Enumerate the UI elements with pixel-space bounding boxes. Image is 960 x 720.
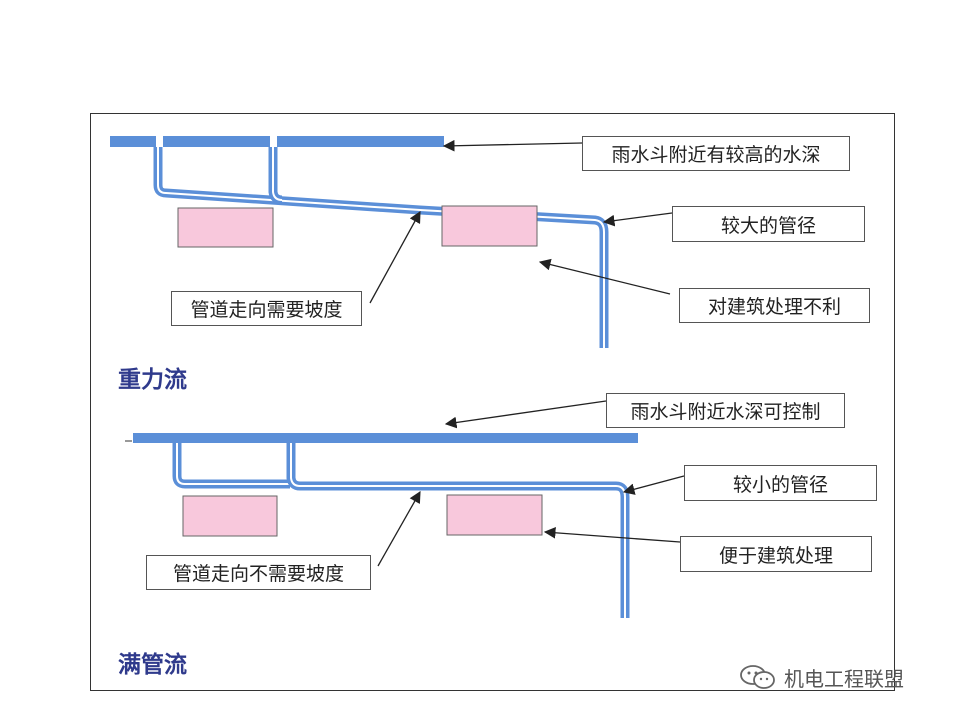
- diagram-frame: [90, 113, 895, 691]
- arrow: [442, 139, 583, 152]
- gravity-system: [110, 136, 673, 348]
- gravity-building-block: [441, 205, 538, 247]
- arrow: [602, 212, 673, 227]
- label-larger-pipe: 较大的管径: [672, 206, 865, 242]
- label-needs-slope: 管道走向需要坡度: [171, 291, 362, 326]
- gravity-building-block: [177, 207, 274, 248]
- label-high-water-depth: 雨水斗附近有较高的水深: [582, 136, 850, 171]
- wechat-icon: [740, 665, 775, 689]
- full-pipe-building-block: [182, 495, 278, 537]
- gravity-roof-gutter: [277, 136, 444, 147]
- gravity-pipe: [153, 147, 609, 348]
- full-pipe-flow-title: 满管流: [118, 651, 187, 678]
- watermark-text: 机电工程联盟: [784, 666, 904, 691]
- label-good-for-building: 便于建筑处理: [680, 536, 872, 572]
- arrow: [622, 475, 685, 495]
- label-smaller-pipe: 较小的管径: [684, 465, 877, 501]
- arrow: [369, 210, 421, 304]
- arrow: [377, 490, 421, 567]
- arrow: [538, 258, 671, 295]
- label-bad-for-building: 对建筑处理不利: [679, 288, 870, 323]
- arrow: [543, 526, 681, 543]
- gravity-flow-title: 重力流: [118, 366, 187, 393]
- arrow: [444, 400, 607, 429]
- full-pipe-system: [125, 400, 685, 618]
- full-pipe-roof-gutter: [133, 433, 638, 443]
- gravity-roof-gutter: [163, 136, 270, 147]
- gravity-roof-gutter: [110, 136, 156, 147]
- full-pipe-building-block: [446, 494, 543, 536]
- label-no-slope: 管道走向不需要坡度: [146, 555, 371, 590]
- watermark: 机电工程联盟: [738, 662, 904, 692]
- label-controllable-depth: 雨水斗附近水深可控制: [606, 393, 845, 428]
